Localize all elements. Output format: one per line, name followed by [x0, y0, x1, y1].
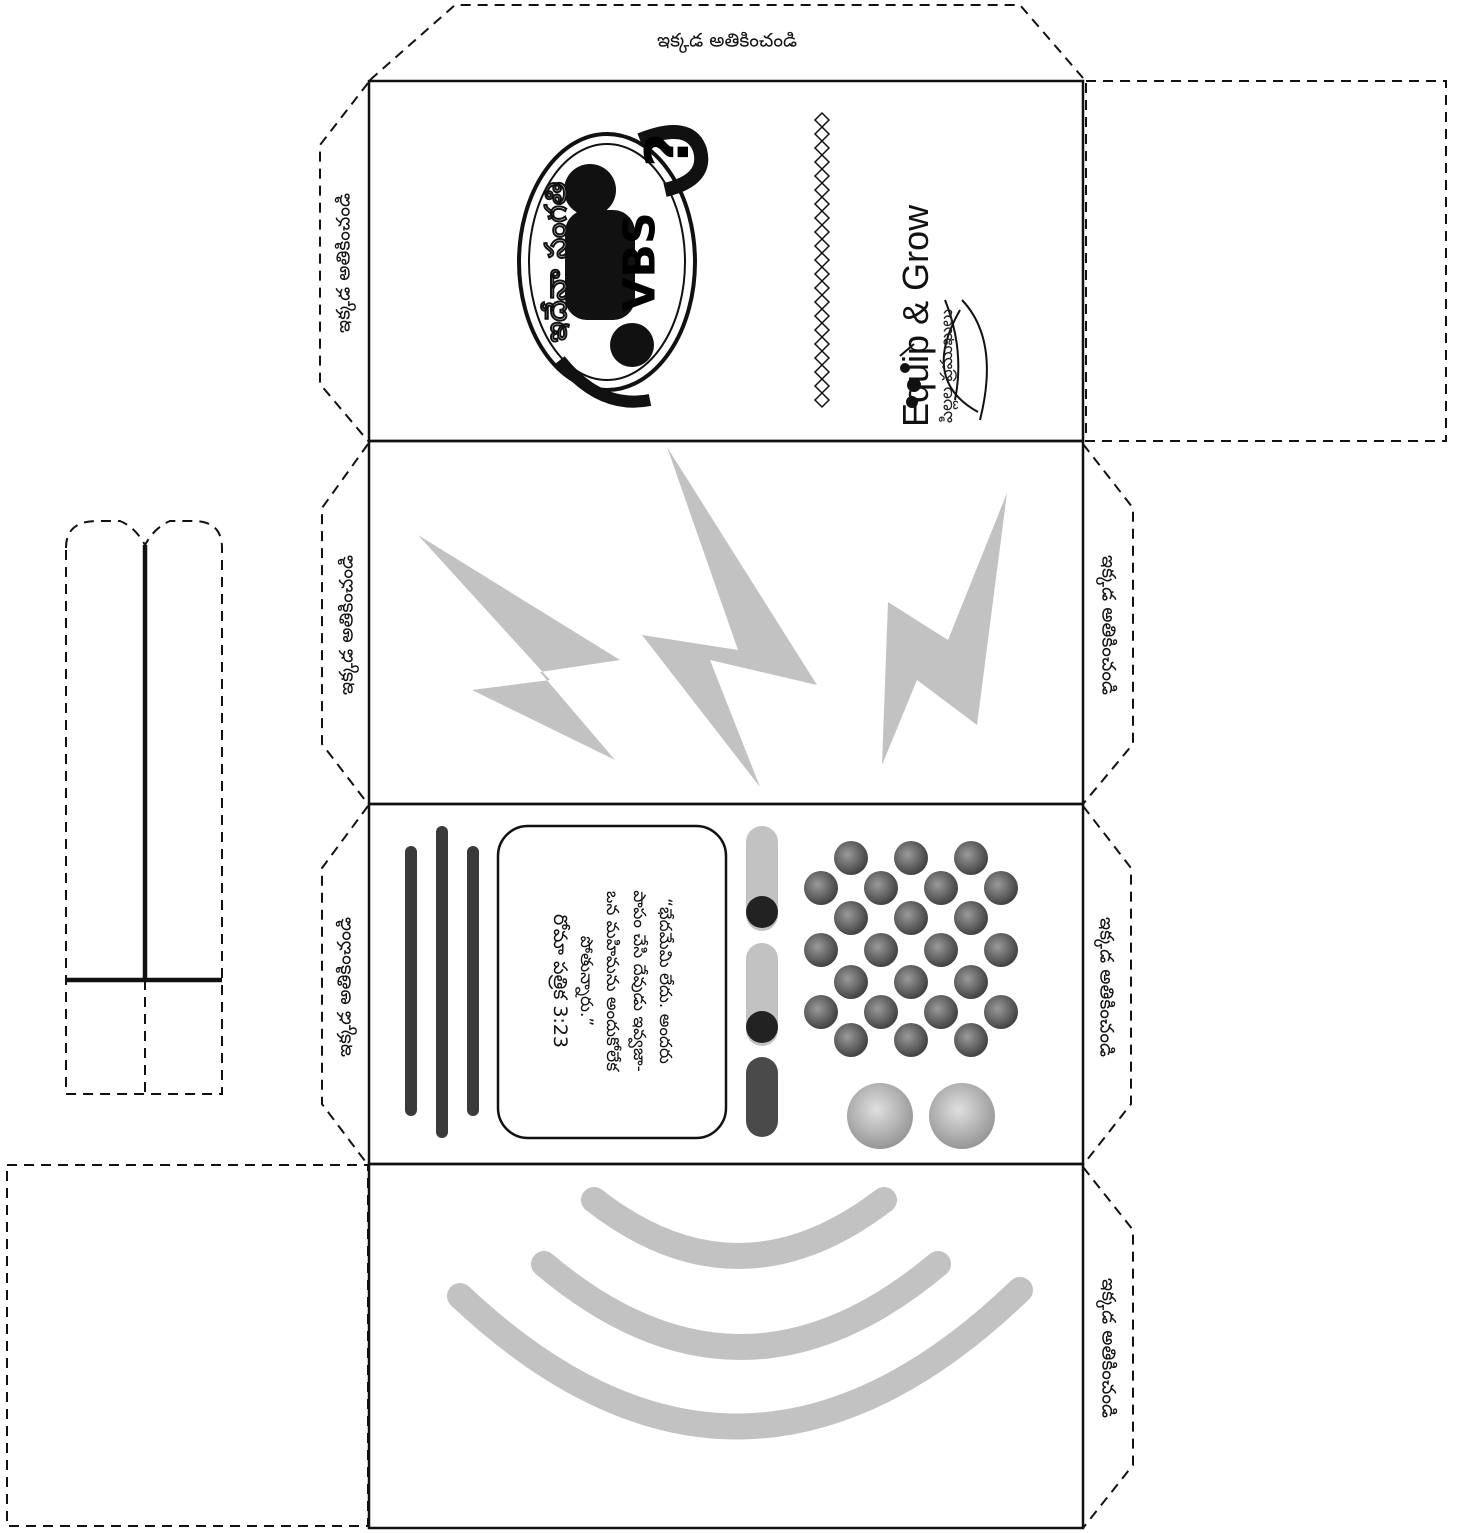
verse-text-block: “భేదమేమి లేదు. అందరు పాపం చేసి దేవుడు ఇవ…	[500, 828, 722, 1134]
lightning-bolt-icon	[418, 535, 620, 760]
diamond-shape	[813, 223, 831, 241]
glue-label-top: ఇక్కడ అతికించండి	[656, 29, 798, 52]
stand-outline	[65, 520, 223, 1095]
left-flap	[6, 1164, 369, 1527]
right-flap	[1085, 80, 1447, 442]
diamond-shape	[813, 265, 831, 283]
speaker-dot	[954, 901, 988, 935]
logo-vbs-text: VBS	[614, 212, 666, 312]
diamond-shape	[813, 363, 831, 381]
verse-line: పాపం చేసి దేవుడు ఇవ్వజా-	[628, 890, 649, 1072]
left-glue-tab-3	[321, 805, 369, 1166]
device-bars	[405, 826, 479, 1138]
wave-arc	[581, 1187, 897, 1269]
speaker-dot	[894, 1023, 928, 1057]
wave-arc	[447, 1277, 1033, 1440]
speaker-dot	[834, 965, 868, 999]
logo-script-text: ఇదేనా సంగతి	[539, 181, 575, 343]
left-glue-tab-1	[319, 82, 369, 442]
speaker-dot	[954, 965, 988, 999]
right-glue-tab-3	[1082, 805, 1132, 1166]
speaker-dot	[924, 995, 958, 1029]
diamond-shape	[813, 349, 831, 367]
diamond-shape	[813, 237, 831, 255]
diamond-shape	[813, 293, 831, 311]
lightning-bolts	[418, 447, 1007, 787]
top-glue-tab	[369, 4, 1084, 81]
glue-label-right-3: ఇక్కడ అతికించండి	[1095, 916, 1118, 1058]
diamond-shape	[813, 307, 831, 325]
speaker-dot	[834, 901, 868, 935]
big-knob	[847, 1083, 913, 1149]
speaker-dot	[924, 871, 958, 905]
speaker-dot	[894, 965, 928, 999]
speaker-dot	[894, 841, 928, 875]
brand-name: Equip & Grow	[895, 204, 936, 427]
speaker-dot	[954, 1023, 988, 1057]
diamond-shape	[813, 139, 831, 157]
diamond-shape	[813, 181, 831, 199]
diamond-shape	[813, 167, 831, 185]
verse-line: “భేదమేమి లేదు. అందరు	[655, 898, 676, 1064]
glue-label-left-1: ఇక్కడ అతికించండి	[332, 192, 355, 334]
speaker-dot	[834, 1023, 868, 1057]
speaker-dot	[924, 933, 958, 967]
verse-line: పోతున్నారు.”	[576, 935, 597, 1027]
vbs-logo	[517, 125, 709, 408]
diamond-shape	[813, 279, 831, 297]
speaker-dot	[984, 871, 1018, 905]
speaker-dot	[834, 841, 868, 875]
speaker-dot	[984, 995, 1018, 1029]
speaker-dot	[864, 933, 898, 967]
diamond-chain	[813, 111, 831, 409]
right-glue-tab-2	[1082, 443, 1134, 805]
speaker-dot	[984, 933, 1018, 967]
device-buttons	[746, 826, 778, 1137]
speaker-dot	[804, 933, 838, 967]
diamond-shape	[813, 111, 831, 129]
speaker-dot	[894, 901, 928, 935]
verse-reference: రోమా పత్రిక 3:23	[548, 913, 571, 1048]
diamond-shape	[813, 391, 831, 409]
diamond-shape	[813, 321, 831, 339]
logo-question-mark: ?	[633, 132, 703, 168]
diamond-shape	[813, 125, 831, 143]
glue-label-left-2: ఇక్కడ అతికించండి	[335, 554, 358, 696]
panel-front	[367, 79, 1085, 443]
left-glue-tab-2	[321, 443, 369, 805]
glue-label-right-2: ఇక్కడ అతికించండి	[1097, 554, 1120, 696]
speaker-dot	[804, 871, 838, 905]
brand-block: Equip & Grow పిల్లల ప్రముఖులు	[895, 97, 961, 427]
right-glue-tab-4	[1082, 1166, 1134, 1529]
diamond-shape	[813, 251, 831, 269]
diamond-shape	[813, 209, 831, 227]
big-knob	[929, 1083, 995, 1149]
speaker-dot	[864, 871, 898, 905]
diamond-shape	[813, 377, 831, 395]
speaker-dot	[864, 995, 898, 1029]
verse-line: ఒన మహిమను అందుకోలేక	[602, 890, 623, 1072]
brand-subtitle: పిల్లల ప్రముఖులు	[937, 308, 957, 423]
glue-label-right-4: ఇక్కడ అతికించండి	[1097, 1277, 1120, 1419]
leaf-logo-icon	[899, 299, 988, 421]
wave-arc	[531, 1251, 951, 1360]
diamond-shape	[813, 335, 831, 353]
panel-waves	[367, 1162, 1085, 1530]
diamond-shape	[813, 153, 831, 171]
speaker-dot	[804, 995, 838, 1029]
signal-waves	[447, 1187, 1033, 1440]
lightning-bolt-icon	[882, 493, 1007, 765]
diamond-shape	[813, 195, 831, 213]
speaker-dots	[804, 841, 1018, 1057]
glue-label-left-3: ఇక్కడ అతికించండి	[333, 916, 356, 1058]
verse-frame	[496, 824, 728, 1140]
speaker-dot	[954, 841, 988, 875]
lightning-bolt-icon	[642, 447, 817, 787]
